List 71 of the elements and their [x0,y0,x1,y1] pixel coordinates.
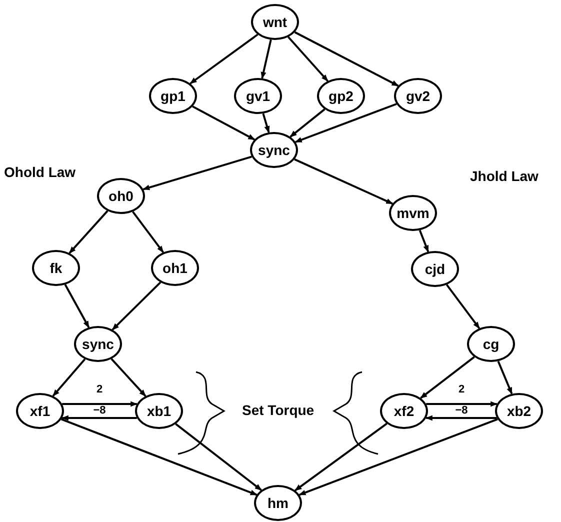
node-label: gv1 [246,88,270,104]
arrow [190,34,258,84]
node-label: xf2 [394,403,414,419]
arrow [260,39,272,79]
state-ellipse [411,251,459,287]
arrow [420,356,475,399]
node-label: oh1 [162,260,188,276]
state-ellipse [135,393,183,429]
state-ellipse [394,78,442,114]
arrow [418,230,430,252]
node-label: gv2 [406,88,430,104]
state-ellipse [234,78,282,114]
node-label: gp2 [328,88,354,104]
node-label: sync [258,142,290,158]
arrow [60,418,258,496]
state-ellipse [389,195,437,231]
arrow [62,401,138,407]
node-label: xb2 [506,403,532,419]
arrow [175,423,262,491]
state-ellipse [149,78,197,114]
node-label: cjd [424,261,446,277]
arrow [294,422,388,492]
arrow [294,158,394,205]
edge-label: 2 [457,384,466,396]
state-ellipse [380,393,428,429]
state-ellipse [74,326,122,362]
state-ellipse [97,178,145,214]
node-label: xb1 [146,403,172,419]
arrow [112,282,162,330]
state-ellipse [251,4,299,40]
state-ellipse [250,132,298,168]
arrow [446,284,480,329]
state-ellipse [495,393,543,429]
node-label: mvm [396,205,430,221]
edge-label: −8 [454,406,469,416]
node-label: fk [50,260,62,276]
node-label: hm [268,495,288,511]
arrow [294,31,399,87]
edge-label: 2 [95,384,104,396]
annotation-text: Jhold Law [470,168,538,184]
state-ellipse [151,250,199,286]
arrow [290,108,326,138]
annotation-text: Ohold Law [4,164,76,180]
node-label: gp1 [160,88,186,104]
arrow [132,211,164,253]
node-label: oh0 [108,188,134,204]
state-ellipse [32,250,80,286]
arrow [262,113,270,134]
node-label: wnt [262,14,288,30]
state-ellipse [317,78,365,114]
arrow [426,401,498,407]
arrow [294,103,397,143]
node-label: cg [482,336,500,352]
state-ellipse [16,393,64,429]
node-label: sync [82,336,114,352]
annotation-text: Set Torque [242,402,314,418]
arrow [288,36,328,82]
arrow [61,415,137,421]
state-ellipse [254,485,302,521]
arrow [497,360,513,394]
edge-label: −8 [92,406,107,416]
arrow [298,418,498,496]
arrow [52,358,86,397]
arrow [64,284,90,328]
arrow [68,210,108,254]
arrow [142,156,252,190]
node-label: xf1 [30,403,50,419]
arrow [192,106,256,140]
state-ellipse [467,326,515,362]
arrow [110,358,146,397]
arrow [425,415,497,421]
